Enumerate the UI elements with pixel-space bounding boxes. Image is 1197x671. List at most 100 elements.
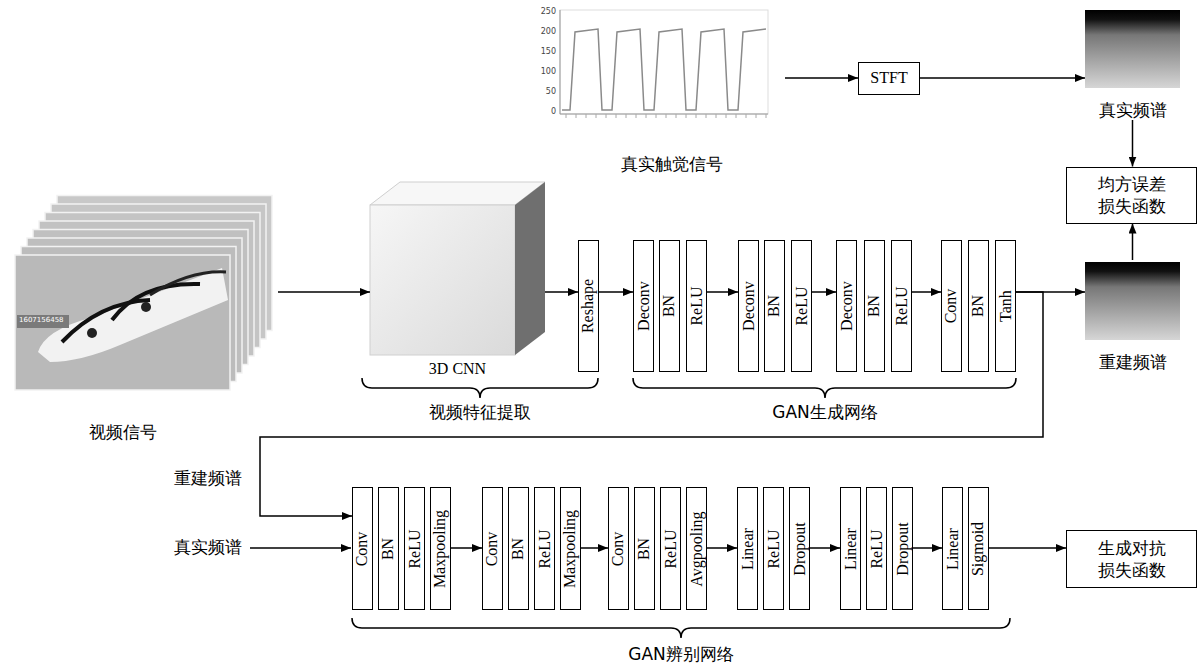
figure-node: 真实触觉信号 bbox=[558, 8, 785, 174]
layer-box: ReLU bbox=[404, 487, 425, 610]
node-text: BN bbox=[511, 537, 527, 559]
node-text: ReLU bbox=[663, 529, 679, 568]
node-text: Linear bbox=[945, 528, 961, 570]
layer-box: BN bbox=[764, 240, 785, 372]
cube-side bbox=[515, 182, 545, 355]
layer-box: Reshape bbox=[578, 240, 599, 372]
node-text: ReLU bbox=[407, 529, 423, 568]
layer-box: Maxpooling bbox=[430, 487, 451, 610]
plot-frame bbox=[560, 10, 768, 114]
axis-ticks bbox=[566, 114, 766, 118]
group-label: 真实频谱 bbox=[140, 537, 242, 557]
layer-box: Deconv bbox=[836, 240, 857, 372]
connector-arrow bbox=[785, 77, 858, 79]
layer-box: Avgpooling bbox=[686, 487, 707, 610]
node-text: ReLU bbox=[869, 529, 885, 568]
connector-arrow bbox=[1132, 120, 1134, 167]
layer-box: Dropout bbox=[789, 487, 810, 610]
layer-box: Deconv bbox=[633, 240, 654, 372]
process-box: STFT bbox=[858, 62, 920, 95]
shoe-dot bbox=[141, 302, 151, 312]
layer-box: ReLU bbox=[891, 240, 912, 372]
layer-box: BN bbox=[968, 240, 989, 372]
connector-arrow bbox=[1132, 224, 1134, 261]
layer-box: BN bbox=[634, 487, 655, 610]
brace bbox=[633, 378, 1016, 398]
node-text: Dropout bbox=[895, 522, 911, 575]
node-text: Deconv bbox=[839, 281, 855, 331]
connector-arrow bbox=[278, 291, 370, 293]
layer-box: ReLU bbox=[866, 487, 887, 610]
shoe-dot bbox=[87, 328, 97, 338]
node-text: 重建频谱 bbox=[1097, 352, 1169, 372]
node-text: Conv bbox=[355, 531, 371, 566]
connector-arrow bbox=[913, 547, 942, 549]
process-box: 均方误差 损失函数 bbox=[1066, 167, 1197, 224]
node-text: BN bbox=[637, 537, 653, 559]
node-text: Linear bbox=[843, 528, 859, 570]
axis-tick-label: 250 bbox=[526, 7, 556, 17]
layer-box: Tanh bbox=[995, 240, 1016, 372]
connector-arrow bbox=[920, 77, 1085, 79]
connector-arrow bbox=[812, 291, 836, 293]
layer-box: Conv bbox=[352, 487, 373, 610]
cube-front bbox=[370, 205, 515, 355]
node-text: Sigmoid bbox=[971, 521, 987, 575]
figure-node: 重建频谱 bbox=[1085, 260, 1180, 372]
cube-top bbox=[370, 182, 545, 205]
node-text: Deconv bbox=[636, 281, 652, 331]
node-text: Conv bbox=[485, 531, 501, 566]
layer-box: Conv bbox=[941, 240, 962, 372]
shoe-band bbox=[62, 300, 150, 342]
layer-box: Linear bbox=[942, 487, 963, 610]
axis-tick-label: 200 bbox=[526, 27, 556, 37]
layer-box: Deconv bbox=[738, 240, 759, 372]
connector-arrow bbox=[912, 291, 941, 293]
node-text: Dropout bbox=[792, 522, 808, 575]
spectrogram-image bbox=[1085, 10, 1180, 88]
connector-arrow bbox=[707, 547, 737, 549]
node-text: STFT bbox=[870, 68, 907, 89]
node-text: BN bbox=[971, 295, 987, 317]
node-text: Conv bbox=[611, 531, 627, 566]
layer-box: BN bbox=[864, 240, 885, 372]
shoe-band bbox=[150, 272, 226, 295]
connector-arrow bbox=[545, 291, 578, 293]
node-text: ReLU bbox=[689, 286, 705, 325]
timestamp-ground bbox=[17, 315, 69, 328]
node-text: BN bbox=[662, 295, 678, 317]
node-text: 视频信号 bbox=[87, 422, 159, 442]
connector-arrow bbox=[599, 291, 633, 293]
node-text: 3D CNN bbox=[427, 359, 488, 378]
group-label: GAN生成网络 bbox=[725, 402, 925, 422]
layer-box: BN bbox=[659, 240, 680, 372]
axis-tick-label: 0 bbox=[526, 107, 556, 117]
axis-tick-label: 50 bbox=[526, 87, 556, 97]
brace bbox=[352, 618, 1010, 638]
node-text: BN bbox=[867, 295, 883, 317]
connector-arrow bbox=[451, 547, 482, 549]
connector-arrow bbox=[989, 547, 1066, 549]
layer-box: Dropout bbox=[892, 487, 913, 610]
connector-arrow bbox=[707, 291, 738, 293]
layer-box: Maxpooling bbox=[560, 487, 581, 610]
edge-label: 重建频谱 bbox=[140, 468, 242, 488]
group-label: 视频特征提取 bbox=[380, 402, 580, 422]
brace bbox=[362, 378, 598, 398]
node-text: ReLU bbox=[766, 529, 782, 568]
connector-arrow bbox=[810, 547, 840, 549]
node-text: 真实频谱 bbox=[1097, 100, 1169, 120]
node-text: BN bbox=[767, 295, 783, 317]
node-text: BN bbox=[381, 537, 397, 559]
layer-box: BN bbox=[378, 487, 399, 610]
layer-box: Linear bbox=[840, 487, 861, 610]
shoe-band bbox=[112, 284, 200, 320]
node-text: Maxpooling bbox=[563, 509, 579, 587]
node-text: Conv bbox=[944, 289, 960, 324]
layer-box: ReLU bbox=[763, 487, 784, 610]
node-text: Tanh bbox=[998, 290, 1014, 322]
node-text: Deconv bbox=[741, 281, 757, 331]
group-label: GAN辨别网络 bbox=[581, 644, 781, 664]
connector-arrow bbox=[581, 547, 608, 549]
node-text: Avgpooling bbox=[689, 511, 705, 586]
